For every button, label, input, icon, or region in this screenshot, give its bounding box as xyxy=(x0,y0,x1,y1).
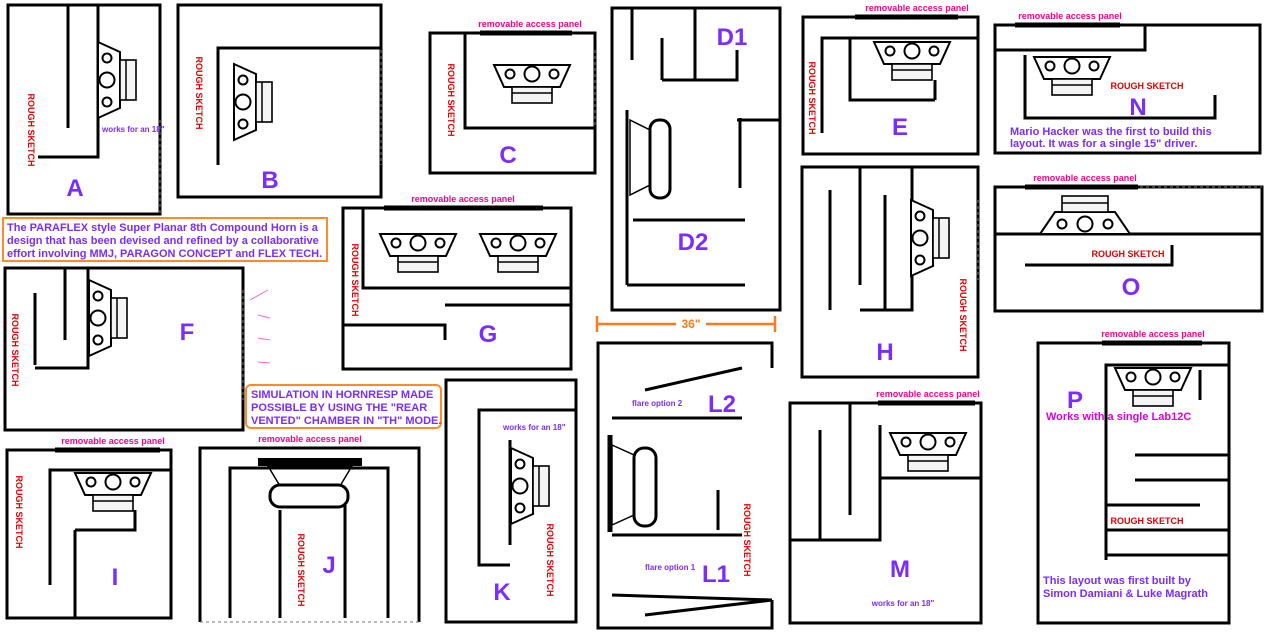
rough-sketch-label: ROUGH SKETCH xyxy=(296,533,306,606)
n-note-line2: layout. It was for a single 15" driver. xyxy=(1010,138,1197,150)
removable-panel-label: removable access panel xyxy=(258,434,362,444)
n-note-line1: Mario Hacker was the first to build this xyxy=(1010,126,1212,138)
rough-sketch-label: ROUGH SKETCH xyxy=(545,523,555,596)
intro-note-line2: design that has been devised and refined… xyxy=(7,235,319,247)
rough-sketch-label: ROUGH SKETCH xyxy=(958,278,968,351)
removable-panel-label: removable access panel xyxy=(1101,329,1205,339)
label-o: O xyxy=(1122,274,1141,301)
label-a: A xyxy=(66,175,83,202)
intro-note-line3: effort involving MMJ, PARAGON CONCEPT an… xyxy=(7,248,322,260)
layout-j: removable access panel ROUGH SKETCH J xyxy=(198,434,421,623)
label-d1: D1 xyxy=(717,24,748,51)
rough-sketch-label: ROUGH SKETCH xyxy=(807,61,817,134)
label-h: H xyxy=(876,339,893,366)
label-d2: D2 xyxy=(678,229,709,256)
label-f: F xyxy=(180,319,195,346)
removable-panel-label: removable access panel xyxy=(1033,173,1137,183)
removable-panel-label: removable access panel xyxy=(61,436,165,446)
label-e: E xyxy=(892,114,908,141)
rough-sketch-label: ROUGH SKETCH xyxy=(26,93,36,166)
simulation-note: SIMULATION IN HORNRESP MADE POSSIBLE BY … xyxy=(245,384,442,429)
label-n: N xyxy=(1129,94,1146,121)
flare-option-1-label: flare option 1 xyxy=(645,563,696,572)
removable-panel-label: removable access panel xyxy=(865,3,969,13)
rough-sketch-label: ROUGH SKETCH xyxy=(742,503,752,576)
rough-sketch-label: ROUGH SKETCH xyxy=(1110,81,1183,91)
label-i: I xyxy=(112,564,119,591)
layout-b: ROUGH SKETCH B xyxy=(176,3,383,199)
width-dimension: 36" xyxy=(595,315,777,332)
removable-panel-label: removable access panel xyxy=(1018,11,1122,21)
layout-d: D1 D2 xyxy=(610,6,782,312)
layout-m: removable access panel M works for an 18… xyxy=(788,389,983,625)
layout-o: removable access panel ROUGH SKETCH O xyxy=(993,173,1264,313)
removable-panel-label: removable access panel xyxy=(411,194,515,204)
layout-l: flare option 2 flare option 1 ROUGH SKET… xyxy=(596,341,774,630)
layout-e: removable access panel ROUGH SKETCH E xyxy=(801,3,980,156)
layout-i: removable access panel ROUGH SKETCH I xyxy=(5,436,173,620)
p-works-lab12c: Works with a single Lab12C xyxy=(1046,411,1191,423)
label-l2: L2 xyxy=(708,391,736,418)
label-b: B xyxy=(261,167,278,194)
label-l1: L1 xyxy=(702,561,730,588)
rough-sketch-label: ROUGH SKETCH xyxy=(1091,249,1164,259)
label-c: C xyxy=(499,142,516,169)
rough-sketch-label: ROUGH SKETCH xyxy=(194,56,204,129)
works-18-note: works for an 18" xyxy=(101,125,165,134)
removable-panel-label: removable access panel xyxy=(876,389,980,399)
p-note-line2: Simon Damiani & Luke Magrath xyxy=(1043,588,1208,600)
layout-h: ROUGH SKETCH H xyxy=(800,165,980,379)
rough-sketch-label: ROUGH SKETCH xyxy=(446,63,456,136)
sim-note-line2: POSSIBLE BY USING THE "REAR xyxy=(251,402,427,414)
sim-note-line3: VENTED" CHAMBER IN "TH" MODE. xyxy=(251,415,441,427)
label-j: J xyxy=(322,552,335,579)
layout-k: works for an 18" ROUGH SKETCH K xyxy=(444,378,578,624)
works-18-note: works for an 18" xyxy=(871,599,935,608)
rough-sketch-label: ROUGH SKETCH xyxy=(14,475,24,548)
intro-note-line1: The PARAFLEX style Super Planar 8th Comp… xyxy=(7,222,319,234)
layout-g: removable access panel ROUGH SKETCH G xyxy=(341,194,573,371)
layout-c: removable access panel ROUGH SKETCH C xyxy=(428,19,597,175)
flare-option-2-label: flare option 2 xyxy=(632,399,683,408)
rough-sketch-label: ROUGH SKETCH xyxy=(10,313,20,386)
layout-a: ROUGH SKETCH works for an 18" A xyxy=(6,3,165,216)
p-note-line1: This layout was first built by xyxy=(1043,575,1192,587)
rough-sketch-label: ROUGH SKETCH xyxy=(1110,516,1183,526)
label-m: M xyxy=(890,556,910,583)
label-k: K xyxy=(493,579,511,606)
intro-note: The PARAFLEX style Super Planar 8th Comp… xyxy=(2,217,328,262)
width-36-label: 36" xyxy=(681,317,700,331)
removable-panel-label: removable access panel xyxy=(478,19,582,29)
layout-p: removable access panel P Works with a si… xyxy=(1036,329,1231,625)
works-18-note: works for an 18" xyxy=(502,423,566,432)
label-g: G xyxy=(479,321,498,348)
layout-n: removable access panel ROUGH SKETCH N Ma… xyxy=(993,11,1262,155)
rough-sketch-label: ROUGH SKETCH xyxy=(350,243,360,316)
label-p: P xyxy=(1067,387,1083,414)
sim-note-line1: SIMULATION IN HORNRESP MADE xyxy=(251,389,433,401)
layout-f: ROUGH SKETCH F xyxy=(3,266,271,432)
